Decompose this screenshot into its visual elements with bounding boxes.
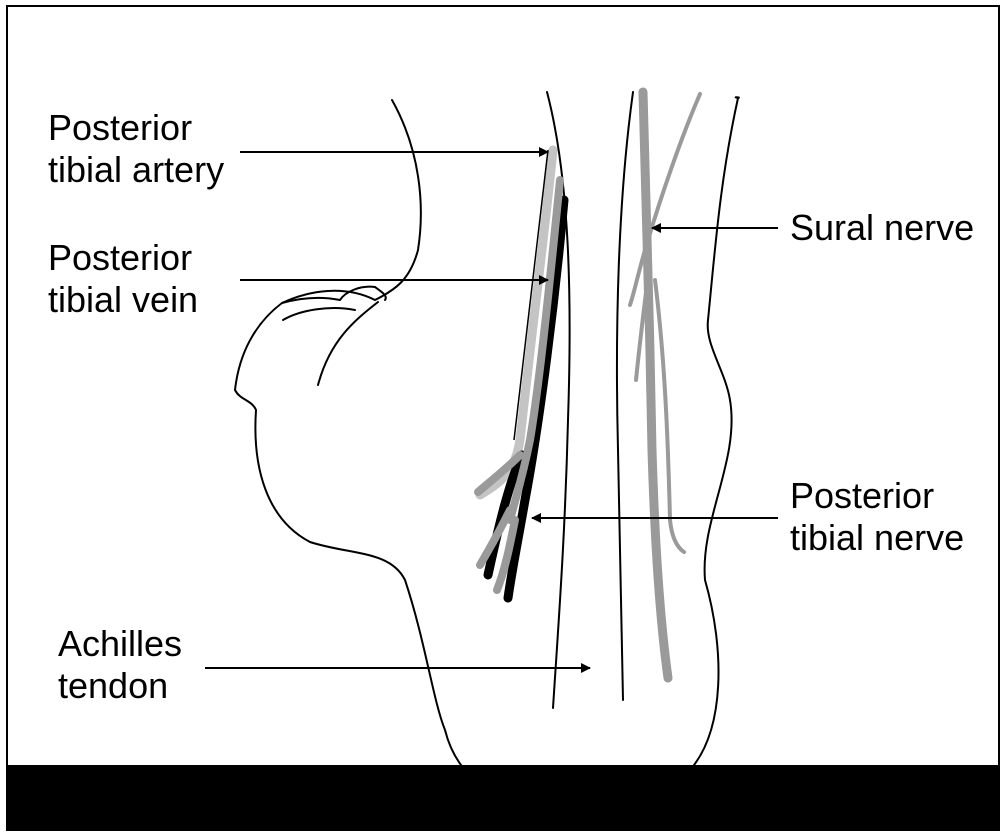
label-posterior-tibial-vein: Posterior tibial vein xyxy=(48,237,202,320)
label-sural-nerve: Sural nerve xyxy=(790,207,974,248)
label-posterior-tibial-artery: Posterior tibial artery xyxy=(48,107,224,190)
label-posterior-tibial-nerve: Posterior tibial nerve xyxy=(790,475,964,558)
